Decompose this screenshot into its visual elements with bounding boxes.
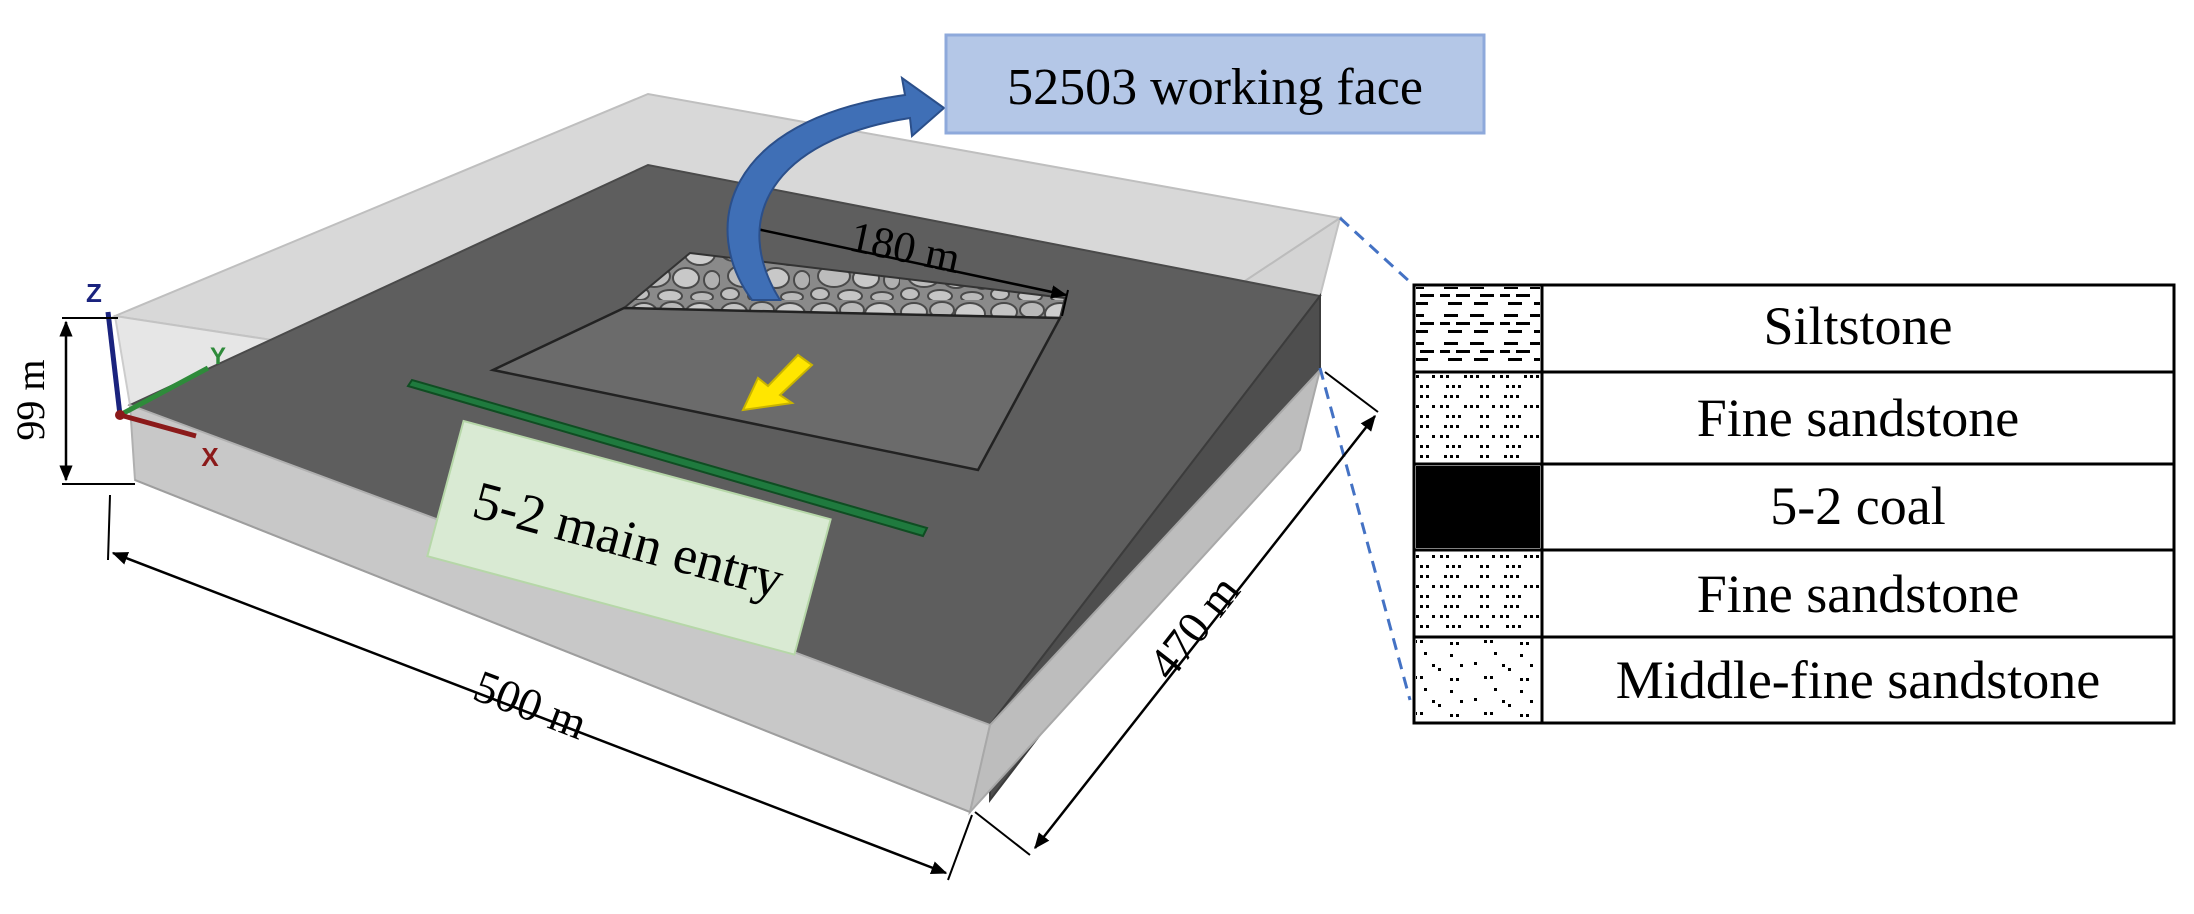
main-entry-label-box	[426, 419, 832, 656]
stratigraphic-column: Siltstone Fine sandstone 5-2 coal Fine s…	[1412, 283, 2176, 725]
face-width-dimension	[736, 221, 1069, 317]
width-dimension	[974, 371, 1379, 856]
axis-z-label: Z	[86, 278, 102, 308]
stratum-label-siltstone: Siltstone	[1763, 296, 1952, 356]
stratum-label-coal: 5-2 coal	[1770, 476, 1945, 536]
siltstone-pattern	[1416, 287, 1540, 370]
stratum-label-fine-sandstone-lower: Fine sandstone	[1697, 564, 2019, 624]
axis-triad	[105, 311, 210, 439]
length-label: 500 m	[467, 660, 594, 749]
height-dimension	[59, 317, 135, 485]
stratum-label-middle-fine-sandstone: Middle-fine sandstone	[1616, 650, 2100, 710]
fine-sandstone-pattern-upper	[1416, 374, 1540, 462]
stratum-label-fine-sandstone-upper: Fine sandstone	[1697, 388, 2019, 448]
advance-direction-arrow-icon	[741, 353, 814, 412]
height-label: 99 m	[8, 359, 53, 440]
main-entry-bar	[406, 378, 929, 538]
axis-y-label: Y	[210, 343, 226, 370]
curved-arrow-icon	[726, 75, 946, 301]
working-face-label-box	[944, 33, 1486, 135]
fine-sandstone-pattern-lower	[1416, 552, 1540, 635]
axis-x-label: X	[201, 442, 219, 472]
working-face-label: 52503 working face	[1007, 59, 1423, 116]
leader-line-bottom	[1318, 367, 1412, 701]
length-dimension	[107, 494, 973, 881]
leader-line-top	[1338, 216, 1412, 284]
middle-fine-sandstone-pattern	[1416, 639, 1540, 721]
coal-pattern	[1416, 466, 1540, 548]
